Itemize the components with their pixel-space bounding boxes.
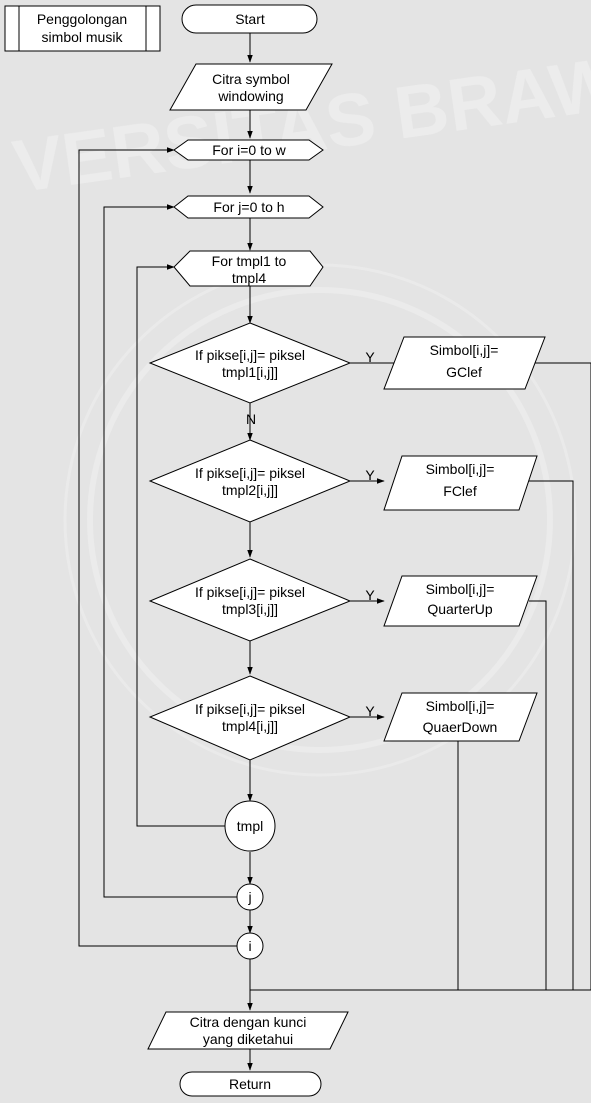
decision-2: If pikse[i,j]= piksel tmpl2[i,j]] Y [150, 440, 375, 522]
output-quarterup: Simbol[i,j]= QuarterUp [384, 576, 537, 626]
loop-tmpl: For tmpl1 to tmpl4 [174, 251, 323, 286]
output-gclef: Simbol[i,j]= GClef [384, 337, 545, 389]
loop-i: For i=0 to w [174, 140, 323, 160]
output-fclef-line-2: FClef [443, 483, 477, 499]
decision-3-line-2: tmpl3[i,j]] [222, 601, 278, 617]
loop-j-label: For j=0 to h [213, 199, 284, 215]
output-quaerdown-line-2: QuaerDown [423, 719, 498, 735]
loop-j: For j=0 to h [174, 196, 323, 218]
input-symbol-image: Citra symbol windowing [170, 64, 332, 110]
output-final-line-1: Citra dengan kunci [190, 1014, 307, 1030]
connector-tmpl: tmpl [225, 801, 275, 851]
loop-i-label: For i=0 to w [212, 142, 286, 158]
loop-tmpl-line-2: tmpl4 [232, 270, 266, 286]
header-title-line-2: simbol musik [42, 29, 124, 45]
decision-4-yes-label: Y [365, 703, 375, 719]
decision-1: If pikse[i,j]= piksel tmpl1[i,j]] Y N [150, 323, 375, 427]
decision-1-line-2: tmpl1[i,j]] [222, 364, 278, 380]
output-quarterup-line-2: QuarterUp [427, 601, 493, 617]
decision-2-line-2: tmpl2[i,j]] [222, 482, 278, 498]
decision-2-yes-label: Y [365, 467, 375, 483]
output-gclef-line-2: GClef [446, 364, 482, 380]
decision-4-line-1: If pikse[i,j]= piksel [195, 701, 305, 717]
start-terminator: Start [182, 5, 317, 33]
output-fclef-line-1: Simbol[i,j]= [426, 461, 495, 477]
decision-3: If pikse[i,j]= piksel tmpl3[i,j]] Y [150, 559, 375, 641]
output-quaerdown: Simbol[i,j]= QuaerDown [384, 693, 537, 741]
output-quaerdown-line-1: Simbol[i,j]= [426, 698, 495, 714]
connector-i-label: i [248, 938, 251, 954]
loop-tmpl-line-1: For tmpl1 to [212, 253, 287, 269]
decision-2-line-1: If pikse[i,j]= piksel [195, 465, 305, 481]
output-final-line-2: yang diketahui [203, 1031, 293, 1047]
decision-3-line-1: If pikse[i,j]= piksel [195, 584, 305, 600]
output-final: Citra dengan kunci yang diketahui [148, 1012, 348, 1049]
start-label: Start [235, 11, 265, 27]
decision-1-no-label: N [246, 411, 256, 427]
decision-1-line-1: If pikse[i,j]= piksel [195, 347, 305, 363]
connector-tmpl-label: tmpl [237, 818, 263, 834]
return-label: Return [229, 1076, 271, 1092]
output-gclef-line-1: Simbol[i,j]= [430, 342, 499, 358]
header-box: Penggolongan simbol musik [5, 6, 160, 51]
header-title-line-1: Penggolongan [37, 11, 127, 27]
output-fclef: Simbol[i,j]= FClef [384, 456, 537, 510]
decision-3-yes-label: Y [365, 587, 375, 603]
connector-j: j [237, 884, 263, 910]
decision-1-yes-label: Y [365, 349, 375, 365]
connector-i: i [237, 933, 263, 959]
return-terminator: Return [180, 1072, 321, 1096]
decision-4-line-2: tmpl4[i,j]] [222, 718, 278, 734]
connector-j-label: j [247, 889, 251, 905]
input-line-1: Citra symbol [212, 71, 290, 87]
input-line-2: windowing [217, 88, 283, 104]
output-quarterup-line-1: Simbol[i,j]= [426, 581, 495, 597]
